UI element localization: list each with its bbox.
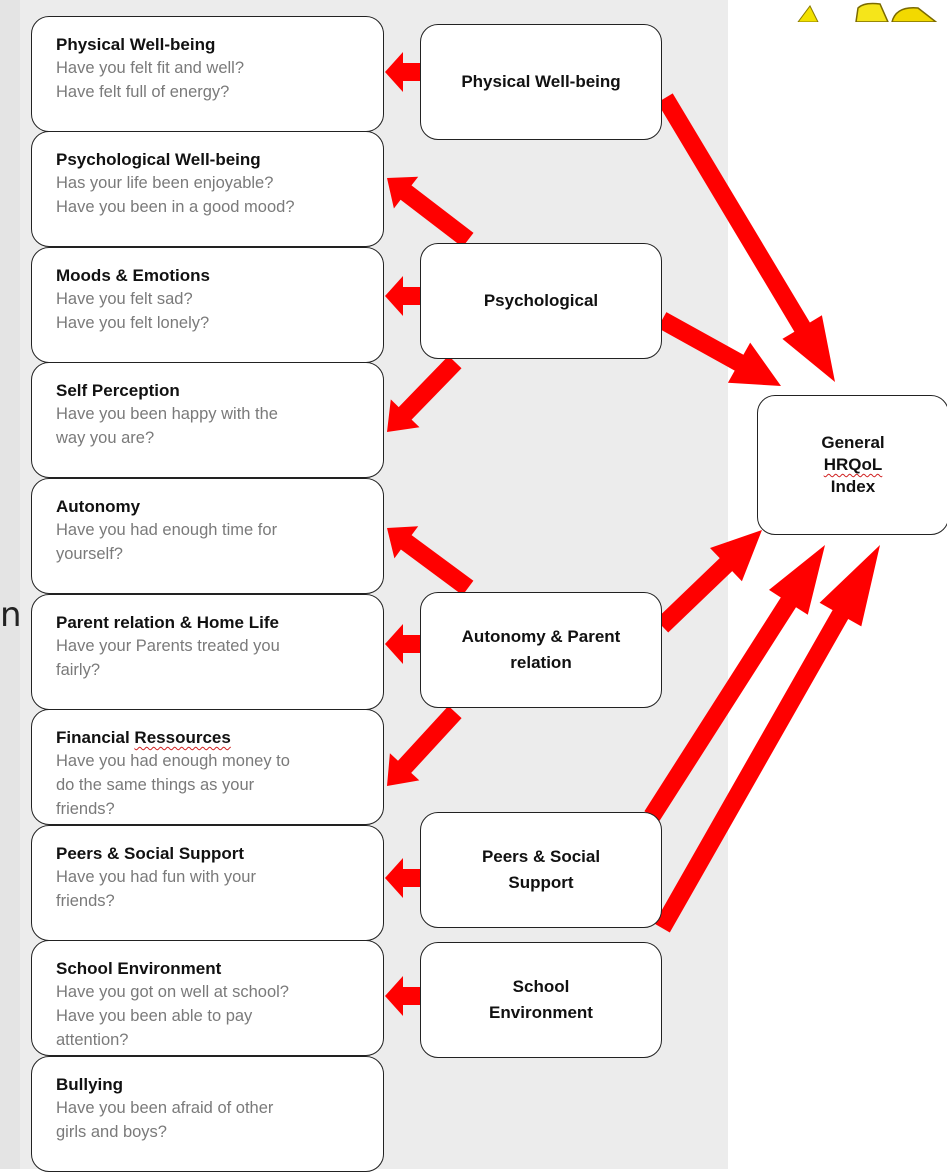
dimension-question: Have you been happy with the way you are… [56,405,278,447]
corner-decoration-icon [797,2,938,22]
dimension-question: Have you had enough time for yourself? [56,521,278,563]
dimension-title: Psychological Well-being [56,150,261,169]
dimension-box-psychological-well-being: Psychological Well-being Has your life b… [31,131,384,247]
dimension-title: Self Perception [56,381,180,400]
dimension-question: Have you felt fit and well? Have felt fu… [56,59,245,101]
dimension-box-school-environment: School Environment Have you got on well … [31,940,384,1056]
dimension-box-autonomy: Autonomy Have you had enough time for yo… [31,478,384,594]
dimension-box-physical-well-being: Physical Well-being Have you felt fit an… [31,16,384,132]
dimension-box-bullying: Bullying Have you been afraid of other g… [31,1056,384,1172]
dimension-title: Financial Ressources [56,727,383,749]
category-box-school-environment: School Environment [420,942,662,1058]
dimension-title: Physical Well-being [56,35,216,54]
arrow-to-parent-relation [385,624,420,664]
arrow-physical-to-index [657,93,835,383]
index-label-line2: HRQoL [823,455,883,474]
dimension-box-financial-resources: Financial Ressources Have you had enough… [31,709,384,825]
dimension-title: Peers & Social Support [56,844,244,863]
dimension-box-peers-social-support: Peers & Social Support Have you had fun … [31,825,384,941]
arrow-to-physical-wellbeing [385,52,420,92]
dimension-title: Moods & Emotions [56,266,210,285]
general-hrqol-index-box: General HRQoL Index [757,395,947,535]
arrow-to-psychological-wellbeing [387,176,474,248]
dimension-title-word: Financial [56,728,135,747]
dimension-question: Have you felt sad? Have you felt lonely? [56,290,210,332]
index-label: General HRQoL Index [821,432,884,498]
misspelled-word: Ressources [134,728,231,747]
category-box-psychological: Psychological [420,243,662,359]
arrow-to-school-environment [385,976,420,1016]
dimension-box-parent-relation: Parent relation & Home Life Have your Pa… [31,594,384,710]
slide-left-strip [0,0,20,1169]
arrow-to-peers-social-support [385,858,420,898]
dimension-question: Have you had enough money to do the same… [56,752,290,818]
arrow-peers-to-index [644,545,825,821]
category-box-peers-social-support: Peers & Social Support [420,812,662,928]
arrow-to-moods-emotions [385,276,420,316]
dimension-question: Has your life been enjoyable? Have you b… [56,174,295,216]
category-box-autonomy-parent-relation: Autonomy & Parent relation [420,592,662,708]
dimension-title: Bullying [56,1075,124,1094]
dimension-title: Parent relation & Home Life [56,613,279,632]
dimension-question: Have you had fun with your friends? [56,868,256,910]
cut-off-slide-text: n [0,595,22,635]
index-label-line1: General [821,433,885,452]
arrow-to-self-perception [387,355,462,432]
arrow-to-financial-resources [387,705,462,786]
index-label-line3: Index [830,477,876,496]
slide-right-area [728,0,947,1169]
dimension-title: Autonomy [56,497,141,516]
dimension-title: School Environment [56,959,222,978]
dimension-question: Have you been afraid of other girls and … [56,1099,274,1141]
arrow-autonomy-to-index [655,530,762,633]
dimension-question: Have you got on well at school? Have you… [56,983,289,1049]
category-box-physical-well-being: Physical Well-being [420,24,662,140]
dimension-box-moods-emotions: Moods & Emotions Have you felt sad? Have… [31,247,384,363]
dimension-box-self-perception: Self Perception Have you been happy with… [31,362,384,478]
arrow-school-to-index [654,545,880,933]
dimension-question: Have your Parents treated you fairly? [56,637,280,679]
dimension-title-text: Financial Ressources [56,728,231,747]
arrow-to-autonomy [387,526,474,596]
arrow-psychological-to-index [657,312,781,386]
